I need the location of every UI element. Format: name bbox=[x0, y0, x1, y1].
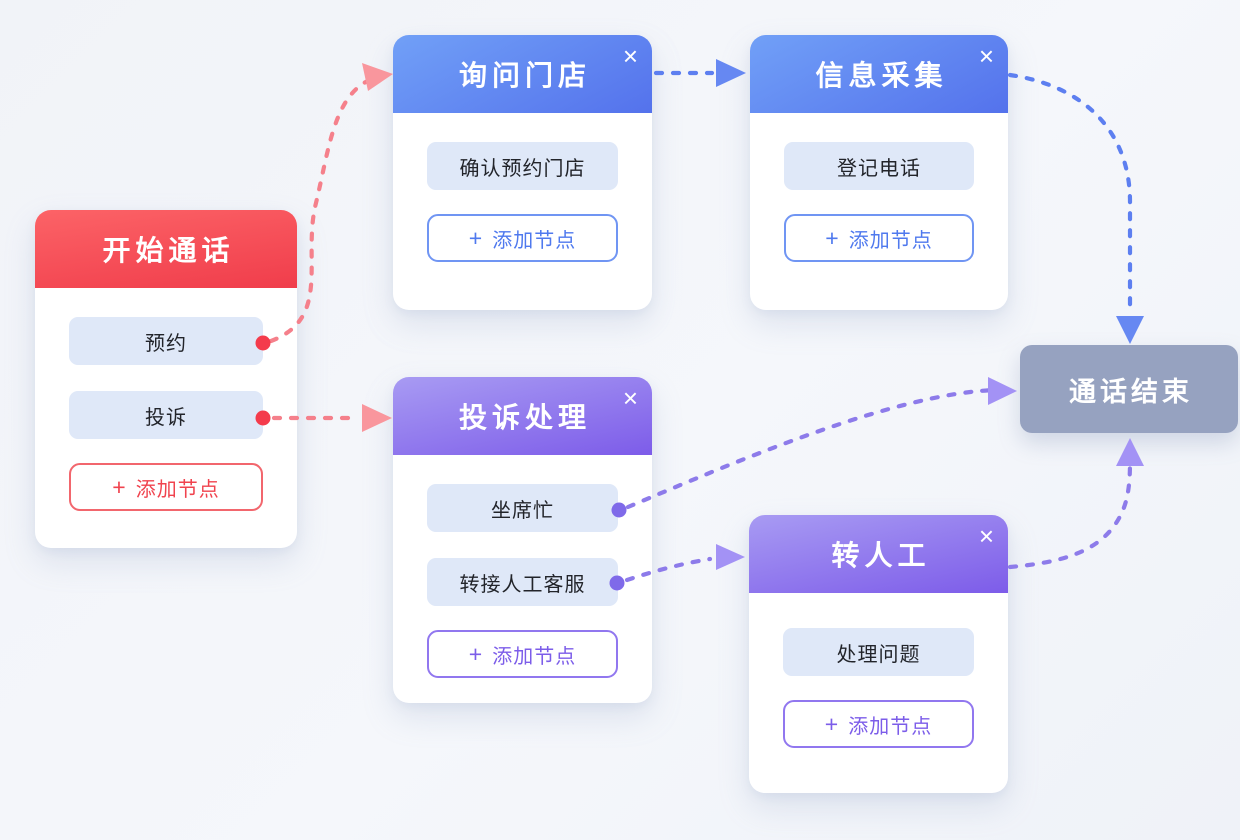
node-title: 通话结束 bbox=[1069, 376, 1193, 407]
plus-icon: + bbox=[112, 473, 127, 500]
arrowhead bbox=[1116, 438, 1144, 466]
node-body: 登记电话 + 添加节点 bbox=[750, 113, 1008, 262]
close-icon[interactable]: × bbox=[619, 39, 642, 73]
node-header[interactable]: 开始通话 bbox=[35, 210, 297, 288]
node-complaint-handling[interactable]: 投诉处理 × 坐席忙 转接人工客服 + 添加节点 bbox=[393, 377, 652, 703]
edge-transfer-human-to-call-end bbox=[1007, 438, 1144, 570]
node-title: 信息采集 bbox=[815, 60, 948, 91]
arrowhead bbox=[988, 377, 1017, 405]
arrowhead bbox=[362, 404, 392, 432]
add-node-button[interactable]: + 添加节点 bbox=[427, 630, 618, 678]
node-body: 处理问题 + 添加节点 bbox=[749, 593, 1008, 748]
intent-item-agent-busy[interactable]: 坐席忙 bbox=[427, 484, 618, 532]
add-node-label: 添加节点 bbox=[492, 229, 577, 252]
edge-line bbox=[1007, 455, 1133, 570]
add-node-label: 添加节点 bbox=[848, 229, 933, 252]
intent-item-complaint[interactable]: 投诉 bbox=[69, 391, 263, 439]
node-header[interactable]: 投诉处理 × bbox=[393, 377, 652, 455]
intent-item-register-phone[interactable]: 登记电话 bbox=[784, 142, 974, 190]
close-icon[interactable]: × bbox=[975, 519, 998, 553]
edge-line bbox=[1007, 72, 1133, 315]
intent-item-handle-issue[interactable]: 处理问题 bbox=[783, 628, 974, 676]
close-icon[interactable]: × bbox=[975, 39, 998, 73]
node-header[interactable]: 转人工 × bbox=[749, 515, 1008, 593]
edge-info-collect-to-call-end bbox=[1007, 72, 1144, 344]
add-node-button[interactable]: + 添加节点 bbox=[784, 214, 974, 262]
close-icon[interactable]: × bbox=[619, 381, 642, 415]
node-ask-store[interactable]: 询问门店 × 确认预约门店 + 添加节点 bbox=[393, 35, 652, 310]
plus-icon: + bbox=[468, 640, 484, 667]
edge-ask-store-to-info-collect bbox=[653, 59, 746, 87]
node-transfer-human[interactable]: 转人工 × 处理问题 + 添加节点 bbox=[749, 515, 1008, 793]
node-title: 询问门店 bbox=[458, 60, 591, 91]
node-header[interactable]: 信息采集 × bbox=[750, 35, 1008, 113]
node-info-collect[interactable]: 信息采集 × 登记电话 + 添加节点 bbox=[750, 35, 1008, 310]
arrowhead bbox=[1116, 316, 1144, 344]
add-node-label: 添加节点 bbox=[848, 715, 933, 738]
intent-item-confirm-store[interactable]: 确认预约门店 bbox=[427, 142, 618, 190]
arrowhead bbox=[362, 63, 393, 91]
intent-item-transfer-agent[interactable]: 转接人工客服 bbox=[427, 558, 618, 606]
node-body: 预约 投诉 + 添加节点 bbox=[35, 288, 297, 511]
edge-line bbox=[625, 387, 999, 510]
node-title: 投诉处理 bbox=[458, 402, 591, 433]
plus-icon: + bbox=[825, 224, 840, 251]
arrowhead bbox=[716, 59, 746, 87]
add-node-label: 添加节点 bbox=[135, 478, 220, 501]
node-title: 开始通话 bbox=[102, 235, 235, 266]
edge-agent-busy-to-call-end bbox=[611, 377, 1017, 518]
plus-icon: + bbox=[824, 710, 840, 737]
arrowhead bbox=[716, 544, 745, 570]
add-node-label: 添加节点 bbox=[492, 645, 577, 668]
node-start-call[interactable]: 开始通话 预约 投诉 + 添加节点 bbox=[35, 210, 297, 548]
add-node-button[interactable]: + 添加节点 bbox=[783, 700, 974, 748]
node-body: 坐席忙 转接人工客服 + 添加节点 bbox=[393, 455, 652, 678]
node-body: 确认预约门店 + 添加节点 bbox=[393, 113, 652, 262]
node-header[interactable]: 询问门店 × bbox=[393, 35, 652, 113]
plus-icon: + bbox=[468, 224, 484, 251]
add-node-button[interactable]: + 添加节点 bbox=[69, 463, 263, 511]
intent-item-appointment[interactable]: 预约 bbox=[69, 317, 263, 365]
add-node-button[interactable]: + 添加节点 bbox=[427, 214, 618, 262]
node-title: 转人工 bbox=[831, 540, 931, 571]
node-call-end[interactable]: 通话结束 bbox=[1020, 345, 1238, 433]
